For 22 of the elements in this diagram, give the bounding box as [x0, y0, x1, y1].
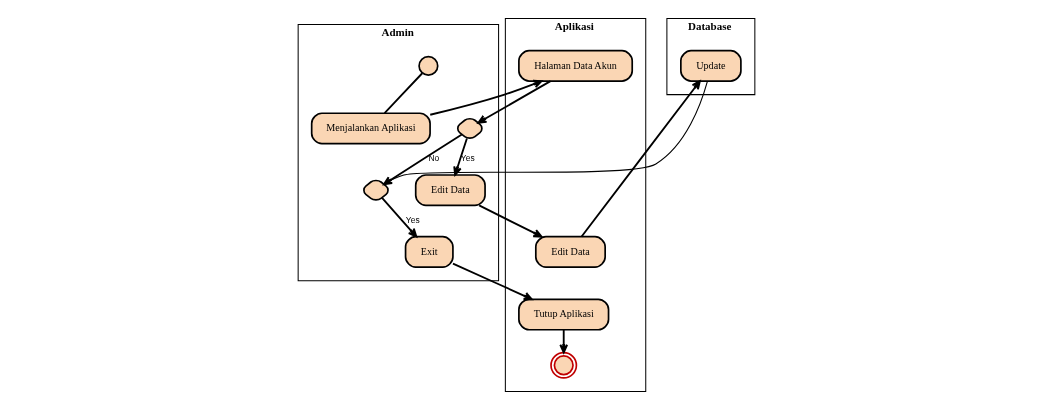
- node-box: Exit: [404, 235, 454, 268]
- arrow: [453, 137, 468, 176]
- edge-label: Yes: [460, 153, 475, 164]
- node-box: Edit Data: [534, 235, 606, 268]
- arrow: [478, 204, 543, 238]
- arrow: [477, 80, 552, 124]
- arrow: [429, 79, 543, 116]
- edge-label: Yes: [405, 215, 420, 226]
- arrow: [452, 262, 533, 301]
- edge-label: No: [428, 153, 440, 164]
- arrow: [580, 80, 701, 238]
- node-box: Update: [680, 49, 742, 82]
- node-circle: [418, 55, 439, 77]
- node-box: Halaman Data Akun: [518, 49, 634, 82]
- node-diamond: [456, 117, 483, 139]
- node-box: Menjalankan Aplikasi: [310, 112, 431, 145]
- node-box: Edit Data: [414, 174, 486, 207]
- arrow: [559, 328, 569, 354]
- connector: [383, 72, 424, 115]
- arrow: [381, 197, 418, 238]
- node-box: Tutup Aplikasi: [518, 298, 610, 331]
- node-diamond: [363, 179, 389, 201]
